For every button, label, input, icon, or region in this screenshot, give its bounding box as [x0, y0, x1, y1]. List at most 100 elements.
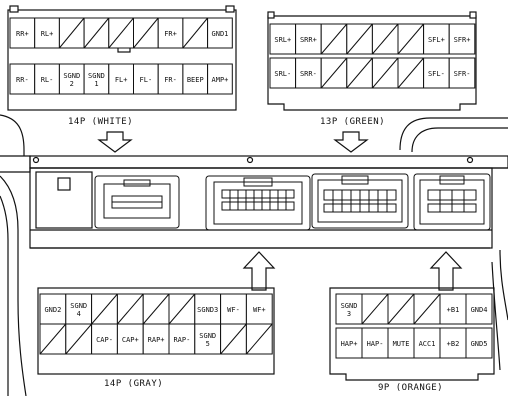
- white-14p-pin-top-5-empty-slash: [133, 17, 159, 49]
- gray-14p-pin-bottom-4-label: RAP+: [148, 336, 165, 344]
- socket-orange: [413, 173, 491, 231]
- orange-9p-pin-top-3-empty-slash: [413, 293, 441, 325]
- orange-9p-pin-top-5-cell: [465, 293, 493, 325]
- orange-9p-pin-top-4-label: +B1: [447, 306, 460, 314]
- white-14p-pin-bottom-2-label: SGND: [63, 72, 80, 80]
- gray-14p-pin-top-2-empty-slash: [91, 293, 118, 325]
- green-13p-pin-bottom-7-cell: [448, 57, 476, 89]
- caption-13p-green: 13P (GREEN): [320, 117, 385, 127]
- connector-9p-orange: [329, 287, 495, 381]
- white-14p-pin-top-7-empty-slash: [182, 17, 208, 49]
- white-14p-pin-bottom-5-label: FL-: [140, 76, 153, 84]
- white-14p-pin-top-4-empty-slash: [108, 17, 134, 49]
- orange-9p-pin-bottom-3-label: ACC1: [419, 340, 436, 348]
- gray-14p-pin-top-3-empty-slash: [117, 293, 144, 325]
- gray-14p-pin-top-8-cell: [245, 293, 273, 325]
- green-13p-pin-top-7-label: SFR+: [454, 36, 471, 44]
- gray-14p-pin-top-1-cell: [65, 293, 93, 325]
- caption-14p-gray: 14P (GRAY): [104, 379, 163, 389]
- caption-14p-white: 14P (WHITE): [68, 117, 133, 127]
- white-14p-pin-top-0-label: RR+: [16, 30, 29, 38]
- green-connector-pins: SRL+SRR+SFL+SFR+SRL-SRR-SFL-SFR-: [269, 23, 476, 89]
- gray-14p-pin-top-7-cell: [220, 293, 247, 325]
- white-14p-pin-top-0-cell: [9, 17, 36, 49]
- orange-9p-pin-bottom-2-cell: [387, 327, 415, 359]
- green-13p-pin-bottom-3-empty-slash: [346, 57, 373, 89]
- white-14p-pin-bottom-0-cell: [9, 63, 36, 95]
- gray-14p-pin-top-6-cell: [194, 293, 222, 325]
- white-14p-pin-top-3-empty-slash: [83, 17, 110, 49]
- socket-green: [311, 173, 409, 229]
- white-14p-pin-bottom-8-label: AMP+: [212, 76, 229, 84]
- orange-9p-pin-bottom-0-label: HAP+: [341, 340, 358, 348]
- orange-9p-pin-top-5-label: GND4: [471, 306, 488, 314]
- orange-9p-pin-top-4-cell: [439, 293, 467, 325]
- white-14p-pin-top-6-label: FR+: [164, 30, 177, 38]
- gray-14p-pin-bottom-3-cell: [116, 323, 144, 355]
- green-13p-pin-bottom-2-empty-slash: [320, 57, 348, 89]
- white-14p-pin-bottom-6-label: FR-: [164, 76, 177, 84]
- white-14p-pin-bottom-1-label: RL-: [41, 76, 54, 84]
- white-14p-pin-bottom-7-label: BEEP: [187, 76, 204, 84]
- white-14p-pin-bottom-4-cell: [108, 63, 135, 95]
- white-14p-pin-bottom-3-label: SGND: [88, 72, 105, 80]
- gray-14p-pin-top-8-label: WF+: [253, 306, 266, 314]
- gray-14p-pin-bottom-6-cell: [194, 323, 222, 355]
- green-13p-pin-top-5-empty-slash: [397, 23, 424, 55]
- white-14p-pin-top-1-label: RL+: [41, 30, 54, 38]
- green-13p-pin-top-2-empty-slash: [320, 23, 348, 55]
- arrow-gray: [242, 251, 276, 291]
- socket-gray: [205, 175, 311, 231]
- gray-14p-pin-bottom-4-cell: [142, 323, 170, 355]
- gray-14p-pin-bottom-5-cell: [168, 323, 196, 355]
- gray-14p-pin-top-7-label: WF-: [227, 306, 240, 314]
- green-13p-pin-top-0-label: SRL+: [274, 36, 291, 44]
- white-14p-pin-top-6-cell: [157, 17, 184, 49]
- green-13p-pin-top-1-label: SRR+: [300, 36, 317, 44]
- socket-white: [94, 175, 180, 229]
- orange-9p-pin-bottom-5-cell: [465, 327, 493, 359]
- orange-9p-pin-bottom-2-label: MUTE: [393, 340, 410, 348]
- orange-9p-pin-top-0-label: SGND: [341, 302, 358, 310]
- arrow-orange: [429, 251, 463, 291]
- orange-9p-pin-bottom-5-label: GND5: [471, 340, 488, 348]
- gray-14p-pin-top-6-label: SGND3: [197, 306, 218, 314]
- orange-9p-pin-bottom-1-label: HAP-: [367, 340, 384, 348]
- green-13p-pin-bottom-0-label: SRL-: [274, 70, 291, 78]
- gray-socket-pins: [221, 189, 295, 211]
- orange-9p-pin-bottom-1-cell: [361, 327, 389, 359]
- caption-9p-orange: 9P (ORANGE): [378, 383, 443, 393]
- gray-14p-pin-top-4-empty-slash: [142, 293, 170, 325]
- white-14p-pin-bottom-3-label: 1: [94, 80, 98, 88]
- green-13p-pin-top-6-label: SFL+: [428, 36, 445, 44]
- arrow-green: [333, 131, 369, 153]
- green-13p-pin-bottom-1-label: SRR-: [300, 70, 317, 78]
- gray-14p-pin-top-1-label: 4: [77, 310, 81, 318]
- orange-9p-pin-top-1-empty-slash: [361, 293, 389, 325]
- gray-14p-pin-top-0-label: GND2: [44, 306, 61, 314]
- gray-14p-pin-bottom-5-label: RAP-: [173, 336, 190, 344]
- orange-9p-pin-top-0-label: 3: [347, 310, 351, 318]
- green-13p-pin-bottom-4-empty-slash: [372, 57, 399, 89]
- white-14p-pin-bottom-2-label: 2: [70, 80, 74, 88]
- gray-14p-pin-bottom-8-empty-slash: [246, 323, 273, 355]
- white-14p-pin-bottom-2-cell: [58, 63, 85, 95]
- green-13p-pin-top-4-empty-slash: [372, 23, 399, 55]
- orange-9p-pin-top-2-empty-slash: [387, 293, 415, 325]
- white-14p-pin-bottom-0-label: RR-: [16, 76, 29, 84]
- orange-9p-pin-bottom-3-cell: [413, 327, 441, 359]
- orange-9p-pin-bottom-4-label: +B2: [447, 340, 460, 348]
- white-14p-pin-bottom-3-cell: [83, 63, 110, 95]
- green-13p-pin-bottom-5-empty-slash: [397, 57, 424, 89]
- gray-14p-pin-bottom-1-empty-slash: [65, 323, 92, 355]
- white-14p-pin-top-2-empty-slash: [59, 17, 85, 49]
- white-14p-pin-top-8-label: GND1: [212, 30, 229, 38]
- gray-14p-pin-top-1-label: SGND: [70, 302, 87, 310]
- white-14p-pin-top-8-cell: [207, 17, 233, 49]
- green-13p-pin-bottom-6-label: SFL-: [428, 70, 445, 78]
- orange-9p-pin-top-0-cell: [335, 293, 363, 325]
